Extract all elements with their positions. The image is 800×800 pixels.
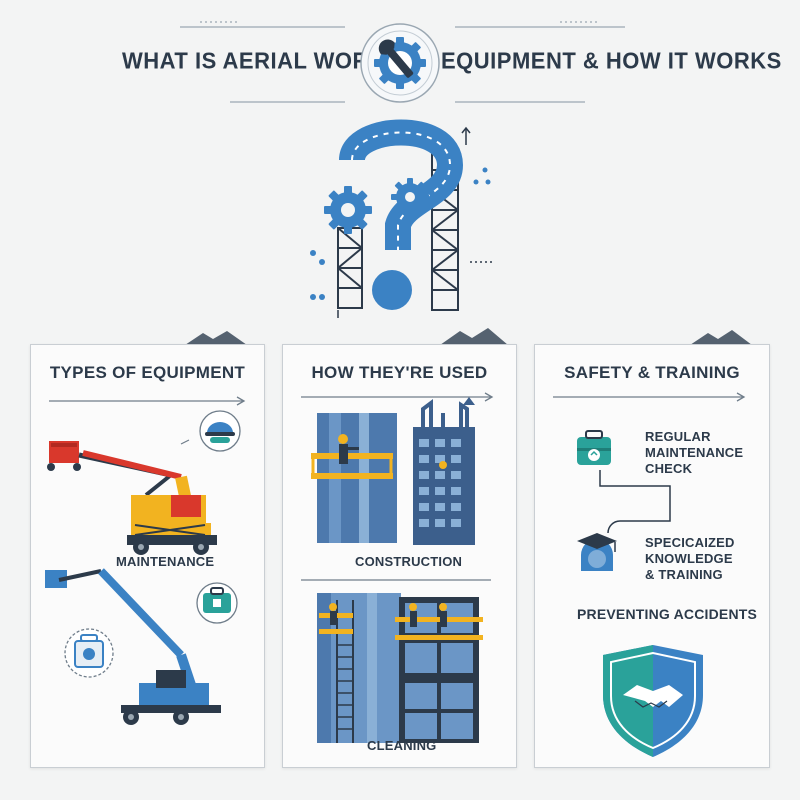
card-how-theyre-used: HOW THEY'RE USED	[282, 344, 517, 768]
card-title-types: TYPES OF EQUIPMENT	[49, 363, 246, 382]
card-types-of-equipment: TYPES OF EQUIPMENT	[30, 344, 265, 768]
safety-helmet-icon	[180, 410, 241, 452]
cleaning-scene	[317, 593, 483, 743]
handshake-shield-icon	[603, 645, 703, 757]
equipment-illustration	[45, 396, 246, 725]
label-cleaning: CLEANING	[367, 738, 437, 753]
boom-lift-blue	[45, 568, 221, 725]
graduation-brain-icon	[577, 533, 617, 571]
label-maintenance: MAINTENANCE	[116, 554, 215, 569]
question-gear-icon	[310, 119, 492, 318]
gear-wrench-icon	[360, 23, 440, 103]
toolbox-icon	[196, 582, 238, 624]
title-right: EQUIPMENT & HOW IT WORKS	[441, 47, 782, 74]
maintenance-check-icon	[577, 430, 611, 465]
usage-illustration	[301, 392, 494, 743]
section-preventing-accidents: PREVENTING ACCIDENTS	[577, 606, 758, 622]
construction-scene	[311, 397, 475, 545]
step-maintenance-check: REGULAR MAINTENANCE CHECK	[645, 429, 744, 476]
title-left: WHAT IS AERIAL WORK	[122, 47, 386, 74]
hero-illustration	[180, 21, 752, 345]
card-title-used: HOW THEY'RE USED	[311, 363, 488, 382]
maintenance-case-icon	[64, 628, 114, 678]
step-knowledge-training: SPECICAIZED KNOWLEDGE & TRAINING	[645, 535, 735, 582]
card-safety-training: SAFETY & TRAINING REGULAR MAI	[534, 344, 770, 768]
label-construction: CONSTRUCTION	[355, 554, 463, 569]
boom-lift-yellow	[47, 441, 217, 555]
card-title-safety: SAFETY & TRAINING	[564, 363, 740, 382]
safety-illustration	[553, 392, 746, 757]
